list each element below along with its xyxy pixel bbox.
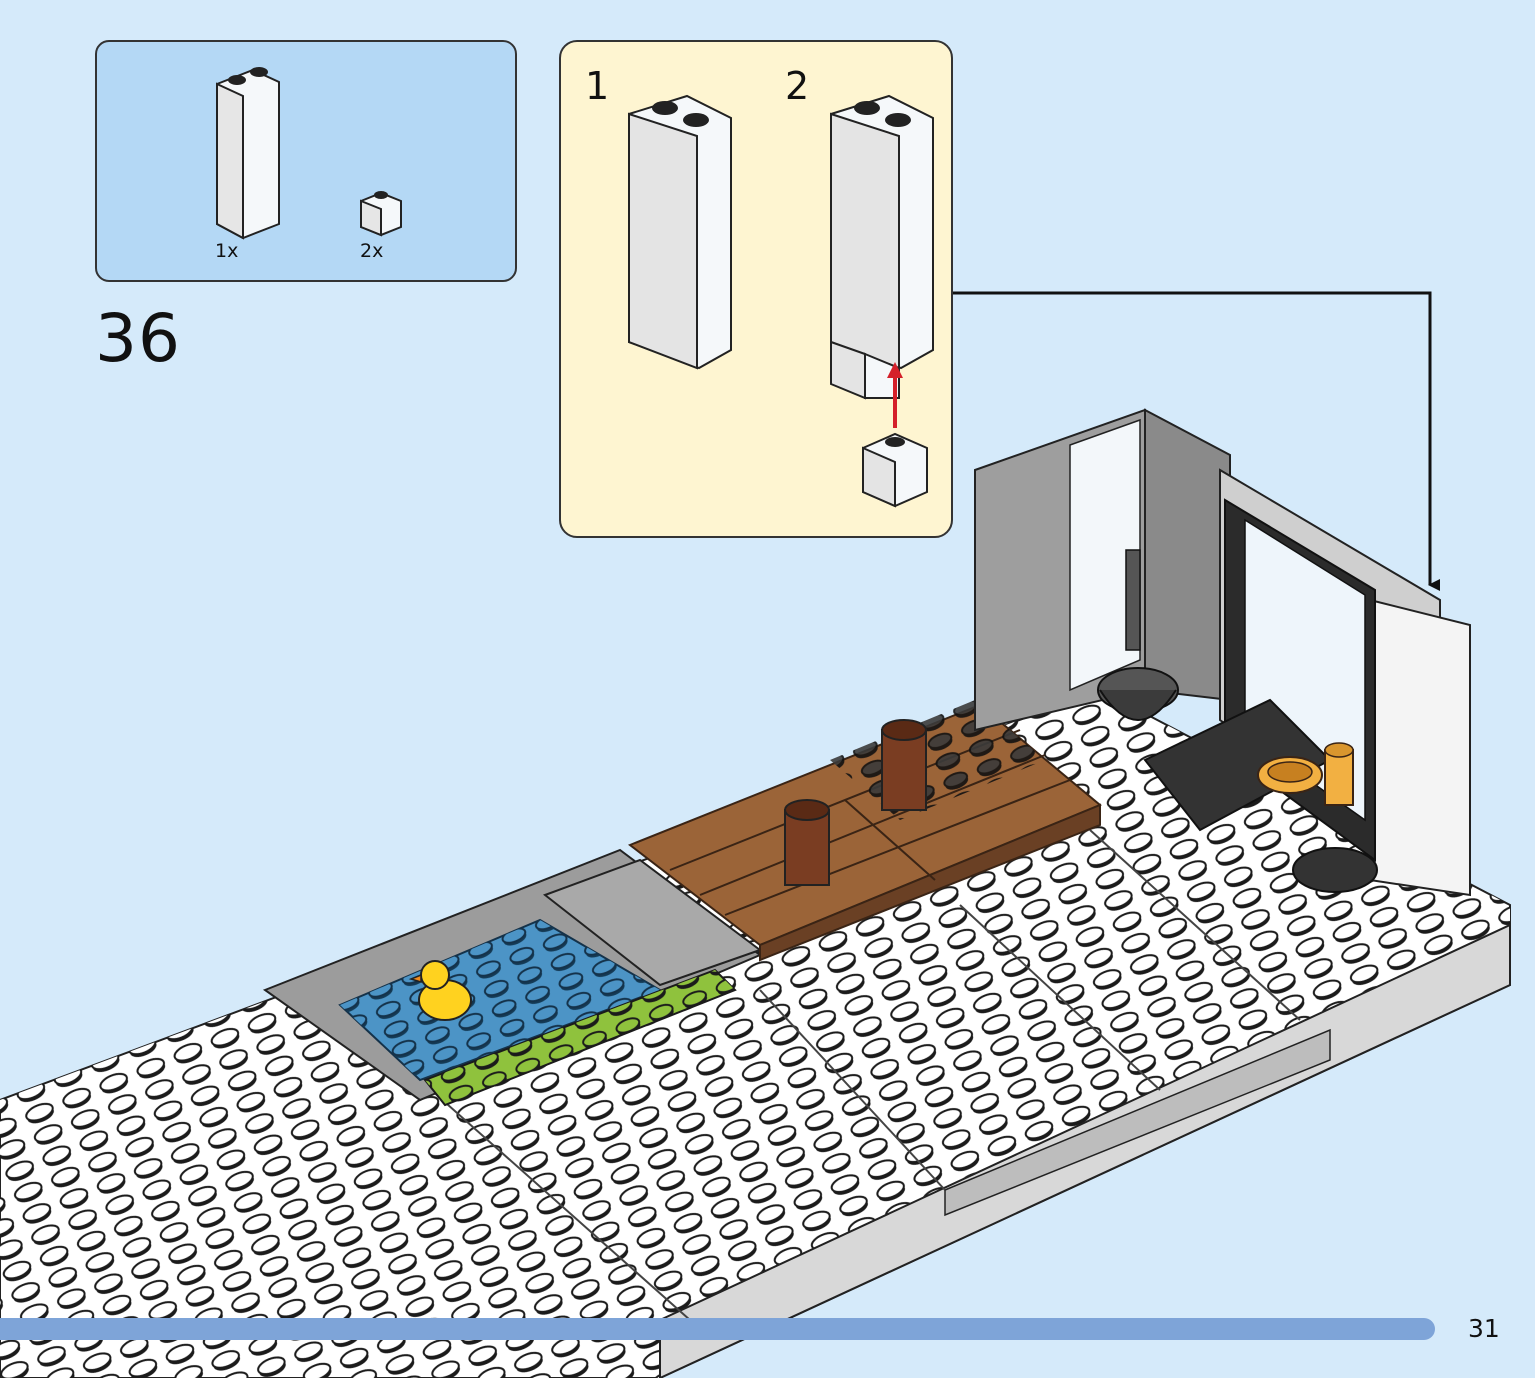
sub-step-number: 1 <box>585 64 610 108</box>
white-baseplate-icon <box>0 688 1511 1378</box>
placement-arrow-icon <box>953 291 1440 591</box>
progress-bar <box>0 1318 1436 1340</box>
white-brick-1x1-icon <box>360 191 402 237</box>
step-number: 36 <box>95 300 181 377</box>
sub-assembly-box: 1 2 <box>559 40 953 538</box>
sub-step-number: 2 <box>785 64 810 108</box>
black-pot-icon <box>1097 549 1332 832</box>
white-pillar-assembly-icon <box>830 94 934 508</box>
quantity-label: 1x <box>215 240 239 262</box>
brown-post-icon <box>784 719 927 886</box>
quantity-label: 2x <box>360 240 384 262</box>
white-brick-1x2x5-icon <box>216 67 280 240</box>
yellow-duck-icon <box>408 960 472 1021</box>
parts-list-box: 1x 2x <box>95 40 517 282</box>
gold-bowl-icon <box>1257 756 1323 794</box>
white-brick-1x2x5-icon <box>628 94 732 370</box>
page-number: 31 <box>1468 1314 1500 1343</box>
tan-bottle-icon <box>1292 742 1378 893</box>
